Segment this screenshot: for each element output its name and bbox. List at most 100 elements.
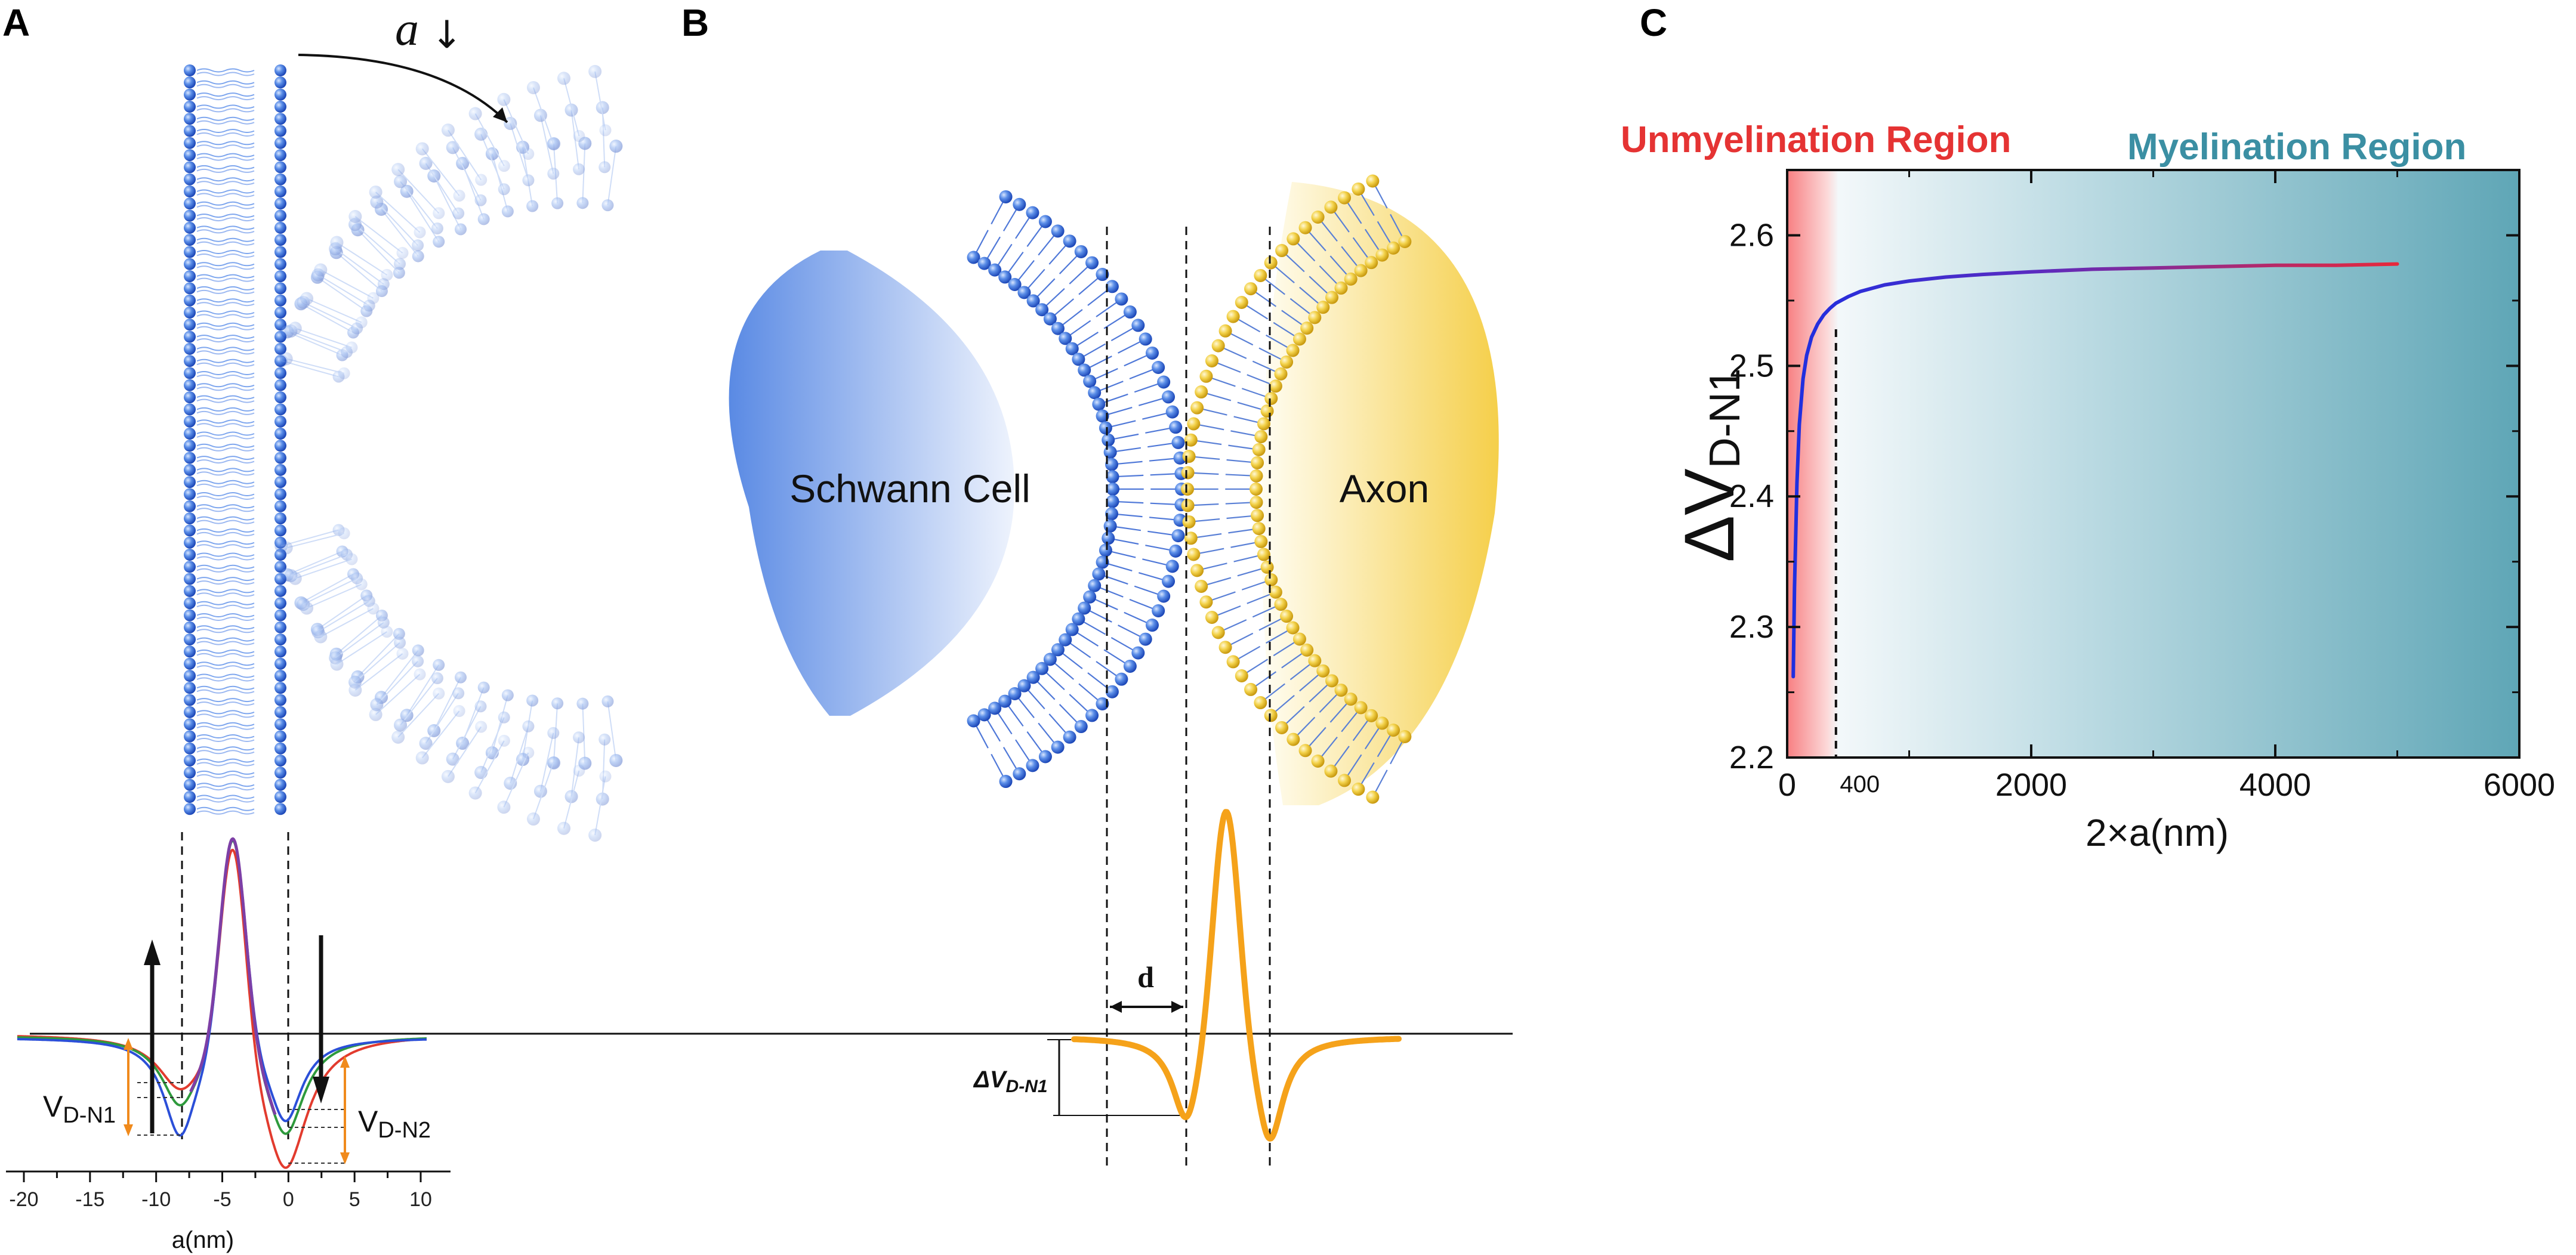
lipid-head xyxy=(412,655,424,667)
panel-a-membrane-curved xyxy=(274,64,623,842)
lipid-head xyxy=(522,148,535,160)
lipid-head xyxy=(274,440,286,452)
lipid-head xyxy=(274,597,286,610)
lipid-head xyxy=(1065,342,1079,356)
lipid-head xyxy=(599,124,612,137)
lipid-head xyxy=(1099,421,1112,435)
lipid-head xyxy=(274,682,286,694)
lipid-head xyxy=(184,391,196,404)
lipid-head xyxy=(300,292,314,305)
lipid-head xyxy=(396,247,409,259)
lipid-head xyxy=(1152,361,1165,375)
lipid-head xyxy=(274,161,286,174)
lipid-head xyxy=(338,367,350,379)
lipid-head xyxy=(184,440,196,452)
lipid-head xyxy=(1308,654,1322,667)
lipid-head xyxy=(345,553,358,565)
lipid-head xyxy=(274,113,286,125)
x-tick-label: -5 xyxy=(213,1188,231,1211)
lipid-head xyxy=(355,578,368,591)
lipid-head xyxy=(184,536,196,549)
lipid-head xyxy=(1123,305,1137,319)
lipid-head xyxy=(1169,421,1183,434)
lipid-head xyxy=(1026,670,1040,684)
lipid-head xyxy=(431,672,443,685)
potential-curve xyxy=(17,839,427,1135)
lipid-head xyxy=(1257,417,1270,431)
lipid-head xyxy=(369,186,382,199)
lipid-head xyxy=(1169,544,1183,558)
lipid-head xyxy=(184,476,196,489)
lipid-head xyxy=(453,705,465,718)
lipid-head xyxy=(1145,346,1159,360)
lipid-head xyxy=(1181,499,1195,512)
lipid-head xyxy=(367,602,380,615)
lipid-head xyxy=(184,64,196,76)
x-tick-label: 0 xyxy=(1778,767,1796,803)
lipid-head xyxy=(601,199,614,212)
lipid-head xyxy=(1250,483,1263,496)
lipid-head xyxy=(1017,286,1031,299)
lipid-head xyxy=(1199,595,1213,609)
lipid-head xyxy=(1187,548,1201,561)
lipid-head xyxy=(1162,390,1176,404)
lipid-head xyxy=(184,621,196,633)
lipid-head xyxy=(1205,611,1218,625)
lipid-head xyxy=(393,628,405,640)
lipid-head xyxy=(573,130,585,143)
lipid-head xyxy=(274,367,286,379)
lipid-head xyxy=(1334,281,1348,295)
lipid-head xyxy=(184,573,196,585)
lipid-head xyxy=(453,189,465,202)
lipid-head xyxy=(1096,697,1109,710)
lipid-head xyxy=(498,734,510,747)
x-tick-label: 0 xyxy=(283,1188,294,1211)
lipid-head xyxy=(609,753,623,767)
lipid-head xyxy=(1059,332,1072,345)
potential-curve xyxy=(17,838,427,1137)
x-tick-label: 10 xyxy=(409,1188,432,1211)
lipid-head xyxy=(1106,470,1119,484)
lipid-head xyxy=(274,415,286,428)
lipid-head xyxy=(1311,210,1325,224)
lipid-head xyxy=(1275,244,1289,258)
lipid-head xyxy=(1254,430,1268,444)
lipid-head xyxy=(1274,367,1288,381)
lipid-head xyxy=(348,209,362,223)
lipid-head xyxy=(988,701,1002,715)
lipid-head xyxy=(394,718,408,732)
lipid-head xyxy=(274,633,286,646)
lipid-head xyxy=(274,197,286,210)
vd-n2-label: VD-N2 xyxy=(358,1105,431,1143)
lipid-head xyxy=(1325,290,1338,304)
panel-label-a: A xyxy=(2,1,30,44)
lipid-head xyxy=(184,125,196,137)
lipid-head xyxy=(184,452,196,464)
lipid-head xyxy=(1190,401,1204,415)
lipid-head xyxy=(1078,363,1091,377)
lipid-head xyxy=(1300,643,1314,657)
lipid-head xyxy=(414,668,426,681)
lipid-head xyxy=(355,316,368,329)
lipid-head xyxy=(274,64,286,76)
lipid-head xyxy=(184,113,196,125)
lipid-head xyxy=(1105,685,1119,698)
lipid-head xyxy=(367,292,380,304)
lipid-head xyxy=(1102,433,1115,447)
y-tick-label: 2.3 xyxy=(1729,609,1774,645)
lipid-head xyxy=(377,616,390,629)
lipid-head xyxy=(274,778,286,791)
lipid-head xyxy=(1316,301,1330,314)
lipid-head xyxy=(551,197,564,209)
lipid-head xyxy=(433,687,445,700)
lipid-head xyxy=(274,645,286,658)
lipid-head xyxy=(1354,701,1368,715)
lipid-head xyxy=(391,163,405,177)
lipid-head xyxy=(274,391,286,404)
lipid-head xyxy=(601,695,614,707)
lipid-head xyxy=(184,585,196,597)
lipid-head xyxy=(1354,264,1368,277)
bend-symbol: a xyxy=(395,3,419,55)
lipid-head xyxy=(274,76,286,89)
